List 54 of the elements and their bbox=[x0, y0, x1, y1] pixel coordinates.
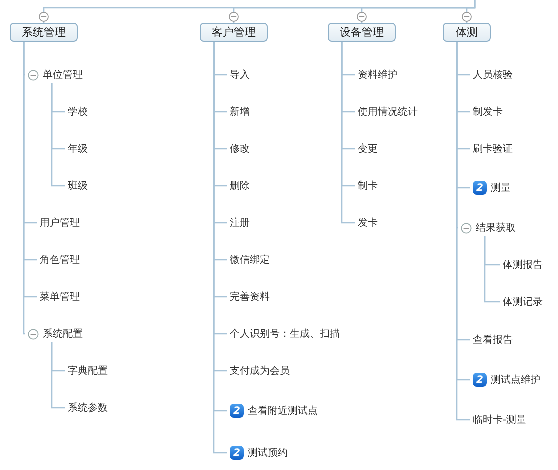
subtopic-label: 测量 bbox=[491, 182, 511, 195]
subtopic-label: 制发卡 bbox=[473, 106, 503, 119]
connector-line bbox=[51, 342, 65, 409]
subtopic-label: 班级 bbox=[68, 180, 88, 193]
topic-box bbox=[443, 23, 491, 42]
subtopic-label: 支付成为会员 bbox=[230, 364, 290, 378]
subtopic-label: 导入 bbox=[230, 68, 250, 82]
topic-label: 系统管理 bbox=[22, 25, 66, 40]
subtopic-label: 查看报告 bbox=[473, 334, 513, 347]
topic-box bbox=[10, 23, 78, 42]
connector-line bbox=[466, 0, 476, 23]
subtopic-label: 刷卡验证 bbox=[473, 142, 513, 156]
subtopic-label: 使用情况统计 bbox=[358, 106, 418, 119]
topic-box bbox=[328, 23, 396, 42]
topic-box bbox=[200, 23, 268, 42]
subtopic-label: 修改 bbox=[230, 143, 250, 156]
connector-line bbox=[484, 236, 500, 303]
subtopic-label: 删除 bbox=[230, 180, 250, 193]
connector-line bbox=[23, 42, 26, 335]
subtopic-label: 制卡 bbox=[358, 180, 378, 193]
subtopic-label: 体测报告 bbox=[503, 258, 543, 272]
subtopic-label: 单位管理 bbox=[43, 68, 83, 82]
subtopic-label: 结果获取 bbox=[476, 222, 516, 235]
subtopic-label: 学校 bbox=[68, 106, 88, 119]
connector-line bbox=[51, 83, 65, 187]
subtopic-label: 个人识别号：生成、扫描 bbox=[230, 328, 340, 341]
subtopic-label: 发卡 bbox=[358, 216, 378, 230]
subtopic-label: 完善资料 bbox=[230, 290, 270, 304]
topic-label: 设备管理 bbox=[340, 25, 384, 40]
subtopic-label: 注册 bbox=[230, 216, 250, 230]
subtopic-label: 变更 bbox=[358, 142, 378, 156]
priority-badge: 2 bbox=[230, 404, 244, 418]
topic-label: 体测 bbox=[456, 25, 478, 40]
topic-label: 客户管理 bbox=[212, 25, 256, 40]
subtopic-label: 菜单管理 bbox=[40, 290, 80, 304]
connector-line bbox=[341, 42, 355, 224]
subtopic-label: 临时卡-测量 bbox=[473, 414, 527, 427]
priority-badge: 2 bbox=[473, 373, 487, 387]
subtopic-label: 资料维护 bbox=[358, 68, 398, 82]
subtopic-label: 新增 bbox=[230, 106, 250, 119]
subtopic-label: 体测记录 bbox=[503, 296, 543, 309]
subtopic-label: 人员核验 bbox=[473, 68, 513, 82]
subtopic-label: 角色管理 bbox=[40, 254, 80, 267]
subtopic-label: 系统参数 bbox=[68, 402, 108, 415]
subtopic-label: 测试点维护 bbox=[491, 374, 541, 387]
priority-badge: 2 bbox=[230, 446, 244, 460]
subtopic-label: 字典配置 bbox=[68, 364, 108, 378]
priority-badge: 2 bbox=[473, 181, 487, 195]
subtopic-label: 查看附近测试点 bbox=[248, 404, 318, 418]
subtopic-label: 测试预约 bbox=[248, 446, 288, 460]
subtopic-label: 微信绑定 bbox=[230, 254, 270, 267]
subtopic-label: 系统配置 bbox=[43, 328, 83, 341]
subtopic-label: 年级 bbox=[68, 143, 88, 156]
subtopic-label: 用户管理 bbox=[40, 216, 80, 230]
